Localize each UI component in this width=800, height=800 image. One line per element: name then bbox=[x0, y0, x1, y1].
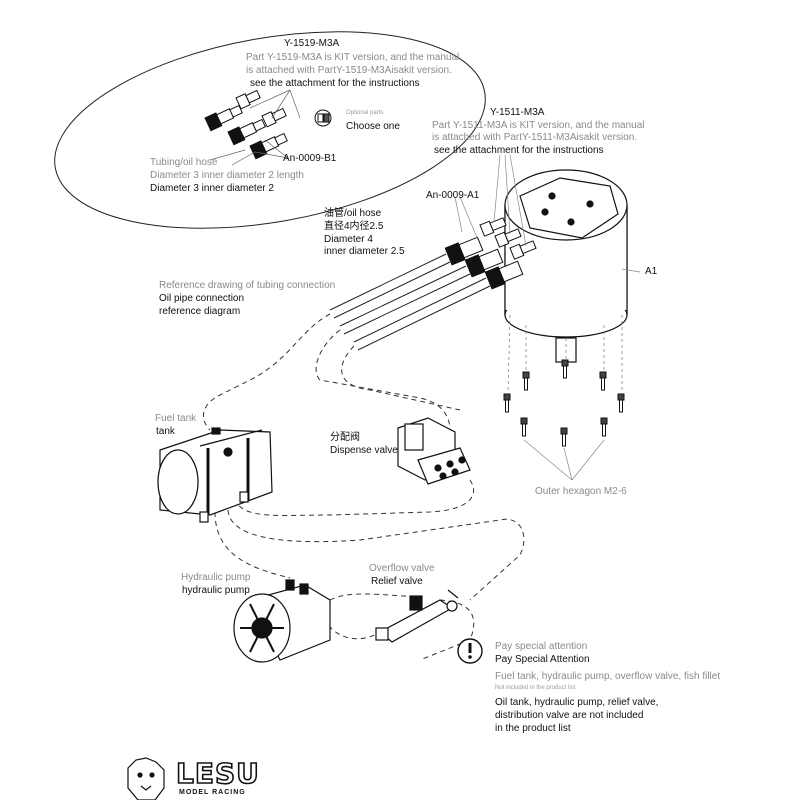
relief-valve-drawing bbox=[375, 589, 459, 643]
cylinder-a1 bbox=[504, 169, 628, 363]
choose-one-label: Choose one bbox=[346, 121, 400, 132]
pump-gray: Hydraulic pump bbox=[181, 572, 251, 583]
attention-tiny: Not included in the product list bbox=[495, 685, 576, 691]
oil-hoses bbox=[329, 253, 491, 351]
lion-logo-icon bbox=[127, 757, 165, 800]
relief-label: Relief valve bbox=[371, 576, 423, 587]
attention-gray-list: Fuel tank, hydraulic pump, overflow valv… bbox=[495, 671, 721, 682]
hex-bolts bbox=[503, 359, 625, 447]
fitting-b1-label: An-0009-B1 bbox=[283, 153, 337, 164]
dispense-valve-label: Dispense valve bbox=[330, 445, 398, 456]
kit-b1-note-2: is attached with PartY-1519-M3Aisakit ve… bbox=[246, 65, 452, 76]
attention-label: Pay Special Attention bbox=[495, 654, 590, 665]
logo-sub: MODEL RACING bbox=[179, 789, 246, 796]
reference-line2: reference diagram bbox=[159, 306, 241, 317]
kit-b1-note-1: Part Y-1519-M3A is KIT version, and the … bbox=[246, 52, 460, 63]
hose-small-line1: Diameter 3 inner diameter 2 length bbox=[150, 170, 304, 181]
kit-a1-note-1: Part Y-1511-M3A is KIT version, and the … bbox=[432, 120, 645, 131]
tubing-routes bbox=[202, 313, 525, 661]
hose-large-line1: Diameter 4 bbox=[324, 234, 373, 245]
attention-icon bbox=[457, 638, 483, 664]
reference-gray: Reference drawing of tubing connection bbox=[159, 280, 336, 291]
fitting-a1-label: An-0009-A1 bbox=[426, 190, 480, 201]
attention-line1: Oil tank, hydraulic pump, relief valve, bbox=[495, 697, 659, 708]
hose-connectors bbox=[444, 236, 524, 290]
b1-fittings bbox=[204, 89, 288, 160]
logo-brand: LESU bbox=[175, 756, 260, 791]
optional-parts-gray: Optional parts bbox=[346, 110, 384, 116]
hose-large-cn2: 直径4内径2.5 bbox=[324, 221, 384, 232]
fuel-tank-drawing bbox=[157, 427, 273, 523]
hose-large-line2: inner diameter 2.5 bbox=[324, 246, 405, 257]
kit-a1-code: Y-1511-M3A bbox=[490, 107, 545, 118]
fuel-tank-label: tank bbox=[156, 426, 175, 437]
attention-line3: in the product list bbox=[495, 723, 571, 734]
hydraulic-pump-drawing bbox=[233, 579, 331, 663]
kit-b1-note-3: see the attachment for the instructions bbox=[250, 78, 420, 89]
attention-line2: distribution valve are not included bbox=[495, 710, 644, 721]
kit-a1-note-3: see the attachment for the instructions bbox=[434, 145, 604, 156]
cylinder-a1-label: A1 bbox=[645, 266, 658, 277]
outer-hex-label: Outer hexagon M2-6 bbox=[535, 486, 627, 497]
hose-large-cn: 油管/oil hose bbox=[324, 208, 382, 219]
optional-parts-icon bbox=[314, 109, 332, 127]
dispense-valve-cn: 分配阀 bbox=[330, 432, 360, 443]
attention-gray: Pay special attention bbox=[495, 641, 588, 652]
hose-small-gray: Tubing/oil hose bbox=[150, 157, 218, 168]
dispense-valve-drawing bbox=[397, 417, 471, 485]
a1-fittings bbox=[479, 217, 537, 260]
fuel-tank-gray: Fuel tank bbox=[155, 413, 197, 424]
reference-line1: Oil pipe connection bbox=[159, 293, 245, 304]
kit-b1-code: Y-1519-M3A bbox=[284, 38, 340, 49]
pump-label: hydraulic pump bbox=[182, 585, 250, 596]
hose-small-line2: Diameter 3 inner diameter 2 bbox=[150, 183, 274, 194]
relief-gray: Overflow valve bbox=[369, 563, 435, 574]
kit-a1-note-2: is attached with PartY-1511-M3Aisakit ve… bbox=[432, 132, 638, 143]
kit-b1-outline bbox=[54, 31, 486, 229]
